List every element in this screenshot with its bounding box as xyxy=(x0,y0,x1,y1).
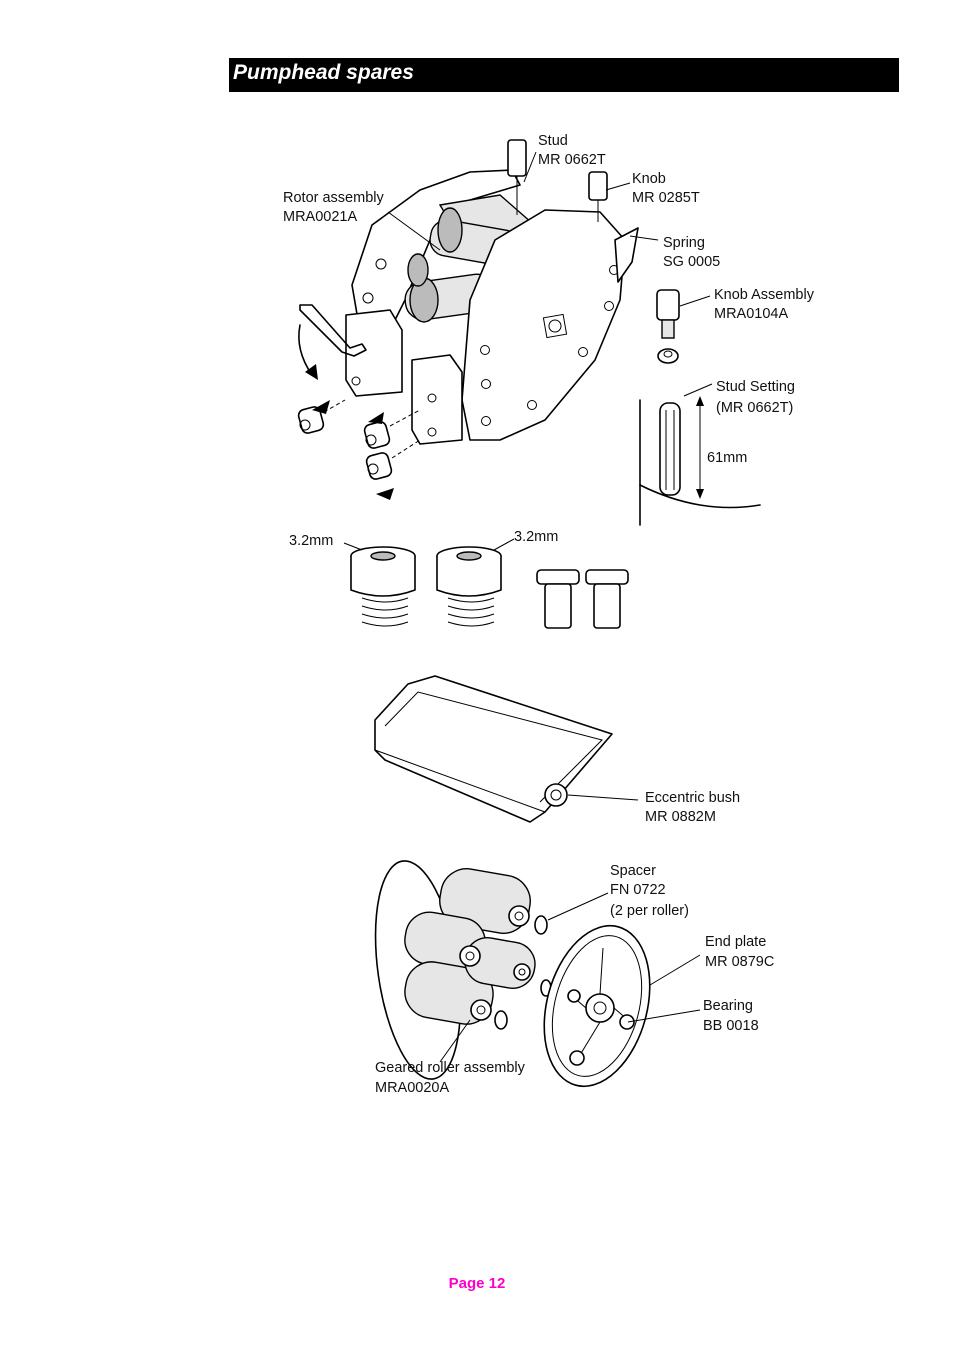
page-title: Pumphead spares xyxy=(233,61,414,84)
geared-roller-assembly xyxy=(374,860,701,1088)
screw-3 xyxy=(365,439,421,480)
knob-assembly-part xyxy=(656,289,680,364)
label-stud-setting: Stud Setting(MR 0662T) xyxy=(716,379,795,416)
label-3-2mm-right: 3.2mm xyxy=(514,529,558,545)
label-3-2mm-left: 3.2mm xyxy=(289,533,333,549)
label-61mm: 61mm xyxy=(707,450,747,466)
page-number: Page 12 xyxy=(448,1275,506,1292)
pumphead-exploded-view xyxy=(297,139,639,500)
screw-1 xyxy=(297,399,346,434)
eccentric-bush-part xyxy=(374,675,639,823)
eccentric-bushes-row xyxy=(343,538,629,629)
screw-2 xyxy=(363,409,421,449)
stud-setting-part xyxy=(639,383,761,526)
section-title-bar: Pumphead spares xyxy=(229,58,899,92)
